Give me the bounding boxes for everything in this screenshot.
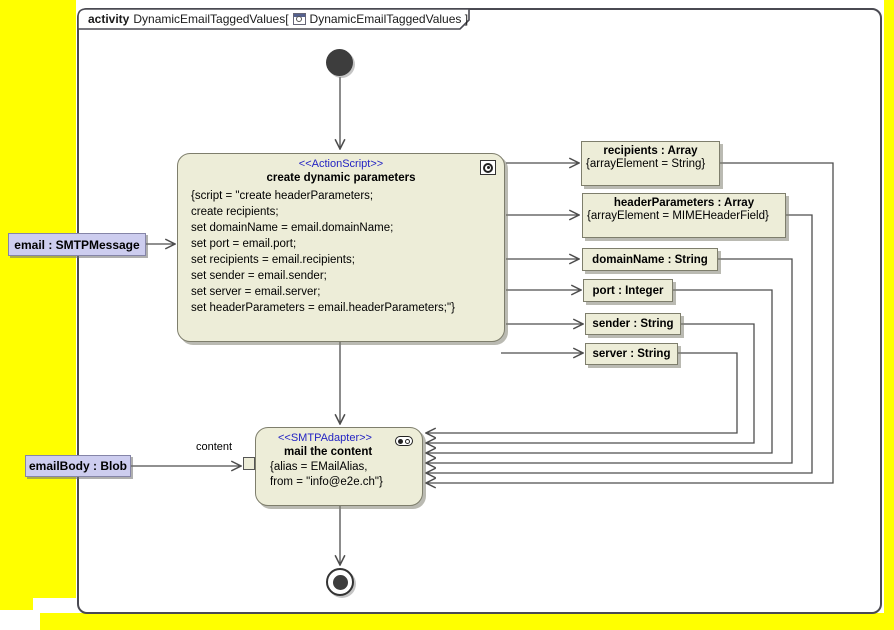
object-name: recipients : Array (603, 145, 698, 157)
action-node-mail-the-content[interactable]: <<SMTPAdapter>> mail the content {alias … (255, 427, 423, 506)
desktop-background-right (884, 0, 894, 630)
action-stereotype: <<ActionScript>> (298, 158, 384, 170)
frame-keyword: activity (88, 12, 130, 26)
script-line: create recipients; (191, 206, 279, 218)
action-name: create dynamic parameters (266, 172, 416, 184)
smtpadapter-icon (395, 436, 413, 446)
frame-title-right: DynamicEmailTaggedValues ] (309, 12, 469, 26)
edge-recipients-to-mail[interactable] (426, 162, 834, 483)
object-name: port : Integer (592, 284, 664, 297)
gear-ring (483, 162, 493, 173)
object-node-recipients[interactable]: recipients : Array {arrayElement = Strin… (581, 141, 720, 186)
desktop-background-left (0, 0, 76, 598)
desktop-background-step (0, 598, 33, 610)
icon-dot-filled (398, 438, 403, 444)
object-tag: {arrayElement = MIMEHeaderField} (587, 210, 769, 222)
script-line: set sender = email.sender; (191, 270, 327, 282)
icon-dot-outline (405, 438, 410, 444)
input-label: email : SMTPMessage (14, 237, 140, 252)
gear-hub (486, 166, 490, 169)
edge-server-to-mail[interactable] (426, 352, 738, 433)
edge-port-to-mail[interactable] (426, 289, 773, 453)
script-line: set port = email.port; (191, 238, 297, 250)
edge-headerparameters-to-mail[interactable] (426, 214, 813, 473)
frame-title: activity DynamicEmailTaggedValues[ Dynam… (88, 11, 468, 27)
final-node-dot (332, 574, 348, 590)
input-label: emailBody : Blob (28, 459, 127, 473)
frame-label-pentagon (77, 8, 470, 30)
input-node-email-smtpmessage[interactable]: email : SMTPMessage (8, 233, 146, 256)
frame-title-left: DynamicEmailTaggedValues[ (133, 12, 289, 26)
object-node-sender[interactable]: sender : String (585, 313, 681, 335)
mail-tag: from = "info@e2e.ch"} (270, 476, 383, 488)
object-node-port[interactable]: port : Integer (583, 279, 673, 302)
object-node-headerparameters[interactable]: headerParameters : Array {arrayElement =… (582, 193, 786, 238)
mail-name: mail the content (284, 446, 373, 458)
script-line: set domainName = email.domainName; (191, 222, 394, 234)
object-node-server[interactable]: server : String (585, 343, 678, 365)
object-name: headerParameters : Array (613, 197, 755, 209)
initial-node[interactable] (326, 49, 353, 76)
script-line: set recipients = email.recipients; (191, 254, 355, 266)
activity-diagram-icon (292, 13, 306, 25)
object-name: sender : String (592, 318, 674, 330)
activity-final-node[interactable] (326, 568, 354, 596)
pin-label-content: content (196, 441, 233, 453)
actionscript-gear-icon (480, 160, 496, 175)
desktop-background-bottom (40, 613, 894, 630)
action-node-create-dynamic-parameters[interactable]: <<ActionScript>> create dynamic paramete… (177, 153, 505, 342)
input-node-emailbody-blob[interactable]: emailBody : Blob (25, 455, 131, 477)
object-name: server : String (592, 348, 671, 360)
script-line: {script = "create headerParameters; (191, 190, 374, 202)
script-line: set headerParameters = email.headerParam… (191, 302, 455, 314)
mail-tag: {alias = EMailAlias, (270, 461, 368, 473)
mail-stereotype: <<SMTPAdapter>> (278, 432, 372, 444)
object-name: domainName : String (592, 253, 708, 266)
script-line: set server = email.server; (191, 286, 321, 298)
edge-domainname-to-mail[interactable] (426, 258, 793, 463)
action-script: {script = "create headerParameters; crea… (178, 184, 504, 316)
edge-sender-to-mail[interactable] (426, 323, 755, 443)
object-node-domainname[interactable]: domainName : String (582, 248, 718, 271)
input-pin-content[interactable] (243, 457, 255, 470)
object-tag: {arrayElement = String} (586, 158, 706, 170)
